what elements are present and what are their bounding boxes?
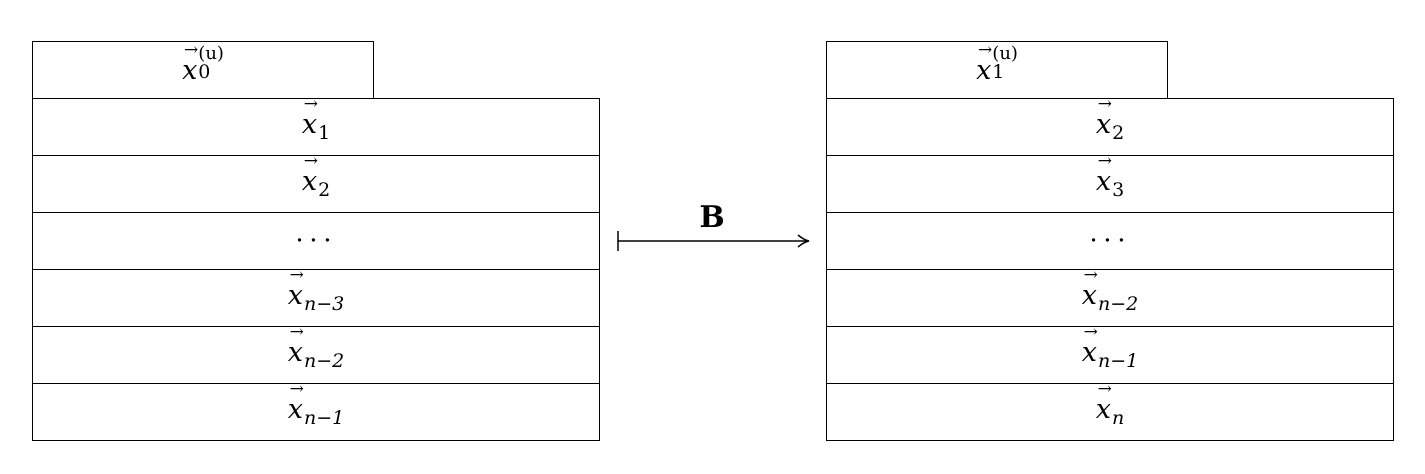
- right-row-ellipsis: ⋅⋅⋅: [826, 212, 1394, 270]
- vector-base: x: [302, 168, 317, 195]
- vector-subscript: 3: [1112, 179, 1125, 201]
- left-row-ellipsis: ⋅⋅⋅: [32, 212, 600, 270]
- vector-base: x: [1082, 339, 1097, 366]
- vector-base: x: [182, 57, 197, 84]
- vector-subscript: n−2: [1097, 293, 1139, 315]
- vector-superscript: (u): [198, 42, 224, 64]
- vector-subscript: 2: [1112, 122, 1125, 144]
- vector-base: x: [302, 111, 317, 138]
- vector-subscript: 1: [318, 122, 331, 144]
- vector-label: x n: [1096, 396, 1124, 428]
- mapping-label: B: [699, 200, 725, 235]
- vector-subscript: n: [1111, 407, 1125, 429]
- maps-to-arrow-icon: [617, 231, 810, 251]
- vector-label: x n−2: [288, 339, 344, 371]
- vector-label: x 1: [302, 111, 330, 143]
- left-row-4: x n−3: [32, 269, 600, 327]
- left-row-6: x n−1: [32, 383, 600, 441]
- vector-subscript: n−1: [303, 407, 345, 429]
- right-row-2: x 3: [826, 155, 1394, 213]
- vector-subscript: n−2: [303, 350, 345, 372]
- left-row-5: x n−2: [32, 326, 600, 384]
- vector-base: x: [1096, 168, 1111, 195]
- vector-subscript: n−3: [303, 293, 345, 315]
- mapping-arrow: B: [612, 192, 817, 292]
- vector-base: x: [1096, 111, 1111, 138]
- vector-label: x n−1: [1082, 339, 1138, 371]
- vector-label: x n−1: [288, 396, 344, 428]
- vector-superscript: (u): [992, 42, 1018, 64]
- right-top-cell: x (u) 1: [826, 41, 1168, 99]
- vector-label: x 2: [1096, 111, 1124, 143]
- vector-subscript: 1: [992, 60, 1005, 83]
- vector-base: x: [288, 339, 303, 366]
- vector-base: x: [976, 57, 991, 84]
- ellipsis: ⋅⋅⋅: [1089, 226, 1131, 256]
- right-row-5: x n−1: [826, 326, 1394, 384]
- vector-label: x n−3: [288, 282, 344, 314]
- vector-subscript: 0: [198, 60, 211, 83]
- left-row-1: x 1: [32, 98, 600, 156]
- vector-label: x (u) 0: [182, 44, 224, 84]
- vector-base: x: [1082, 282, 1097, 309]
- left-row-2: x 2: [32, 155, 600, 213]
- vector-base: x: [288, 396, 303, 423]
- vector-label: x n−2: [1082, 282, 1138, 314]
- vector-label: x 2: [302, 168, 330, 200]
- vector-subscript: n−1: [1097, 350, 1139, 372]
- ellipsis: ⋅⋅⋅: [295, 226, 337, 256]
- vector-subscript: 2: [318, 179, 331, 201]
- vector-base: x: [1096, 396, 1111, 423]
- vector-base: x: [288, 282, 303, 309]
- left-top-cell: x (u) 0: [32, 41, 374, 99]
- vector-label: x (u) 1: [976, 44, 1018, 84]
- vector-label: x 3: [1096, 168, 1124, 200]
- right-row-4: x n−2: [826, 269, 1394, 327]
- right-row-1: x 2: [826, 98, 1394, 156]
- right-row-6: x n: [826, 383, 1394, 441]
